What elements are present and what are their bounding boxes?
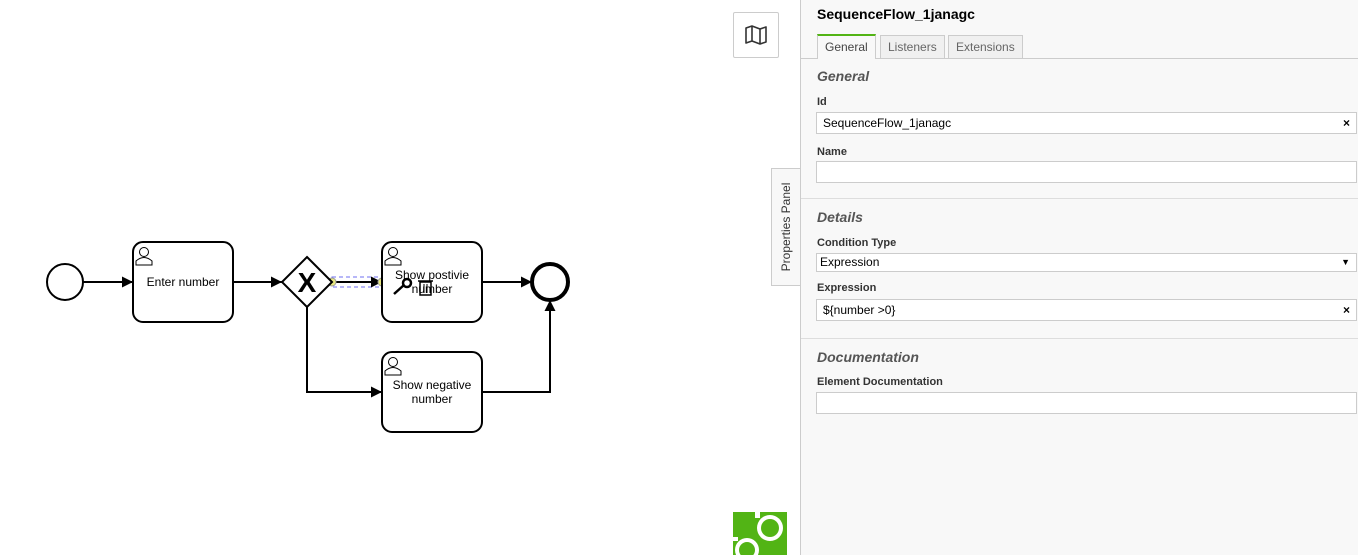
task-label: Enter number [147, 275, 220, 289]
name-label: Name [817, 146, 847, 158]
sequence-flow[interactable] [306, 307, 382, 398]
svg-text:X: X [298, 267, 317, 298]
clear-icon[interactable]: × [1342, 303, 1350, 317]
exclusive-gateway[interactable]: X [280, 255, 334, 309]
element-documentation-label: Element Documentation [817, 376, 943, 388]
task-label: number [412, 392, 453, 406]
expression-input[interactable]: ${number >0}× [816, 299, 1357, 321]
id-input[interactable]: SequenceFlow_1janagc× [816, 112, 1357, 134]
user-task-enter[interactable]: Enter number [132, 241, 234, 323]
section-details-heading: Details [817, 209, 863, 225]
clear-icon[interactable]: × [1342, 116, 1350, 130]
panel-tabs: General Listeners Extensions [801, 34, 1358, 59]
task-label: Show negative [393, 378, 472, 392]
condition-type-select[interactable]: Expression▼ [816, 253, 1357, 272]
properties-panel: SequenceFlow_1janagc General Listeners E… [800, 0, 1358, 555]
user-icon [384, 247, 402, 266]
tab-listeners[interactable]: Listeners [880, 35, 945, 58]
trash-icon[interactable] [418, 280, 433, 296]
divider [801, 338, 1358, 339]
divider [801, 198, 1358, 199]
task-label: number [412, 282, 453, 296]
panel-title: SequenceFlow_1janagc [817, 6, 975, 22]
section-documentation-heading: Documentation [817, 349, 919, 365]
minimap-toggle-button[interactable] [733, 12, 779, 58]
element-documentation-textarea[interactable] [816, 392, 1357, 414]
wrench-icon[interactable] [393, 277, 413, 295]
tab-general[interactable]: General [817, 34, 876, 59]
chevron-down-icon: ▼ [1341, 257, 1350, 267]
bpmn-io-gears-logo[interactable] [733, 512, 787, 555]
task-label: Show postivie [395, 268, 469, 282]
context-pad[interactable] [393, 277, 433, 296]
properties-panel-toggle[interactable]: Properties Panel [771, 168, 800, 286]
id-label: Id [817, 96, 827, 108]
sequence-flow[interactable] [482, 300, 556, 393]
user-icon [135, 247, 153, 266]
user-icon [384, 357, 402, 376]
selected-sequence-flow[interactable] [327, 276, 387, 288]
map-icon [745, 25, 767, 45]
condition-type-label: Condition Type [817, 237, 897, 249]
name-textarea[interactable] [816, 161, 1357, 183]
end-event[interactable] [530, 262, 570, 302]
expression-label: Expression [817, 282, 877, 294]
tab-extensions[interactable]: Extensions [948, 35, 1023, 58]
start-event[interactable] [46, 263, 84, 301]
section-general-heading: General [817, 68, 870, 84]
